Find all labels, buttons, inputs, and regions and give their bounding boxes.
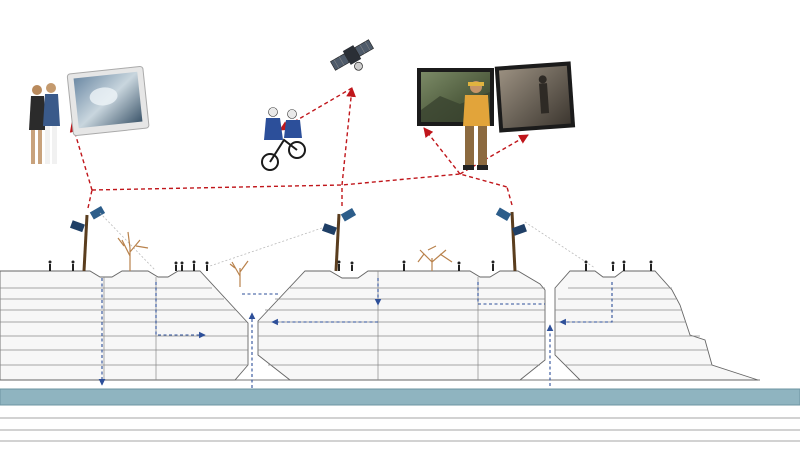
data-link-to-satellite [341,87,356,186]
data-link-mast-right [506,186,513,206]
base-strata [0,379,800,442]
terrace-block-middle [257,270,546,381]
video-screen-right [494,61,576,133]
flow-arrow-2 [155,282,206,339]
terrace-block-right [554,270,759,381]
person-silhouettes [48,260,653,271]
terrace-blocks [0,270,759,381]
satellite-icon [330,39,374,71]
monitor [66,65,150,136]
sensor-mast-right [495,207,596,272]
viewer-woman-1 [29,85,46,164]
people-viewing-screen-icon [29,65,150,164]
data-link-mast-left [87,189,93,209]
data-link-to-screen-left [423,127,461,175]
tandem-cyclists-icon [261,107,306,171]
viewer-woman-2 [43,83,60,164]
flow-arrow-7 [477,282,545,305]
terrace-block-left [0,270,249,381]
sensor-mast-left [69,206,156,272]
sensor-mast-middle [209,208,357,272]
visitor-man [463,81,490,170]
data-backbone [91,173,508,191]
terrace-strata-lines [0,271,712,380]
flow-arrow-9 [559,282,613,326]
tree-icon [117,231,453,287]
data-link-to-screen-right [459,134,529,175]
flow-arrows [98,278,613,388]
visitor-video-wall-icon [417,61,576,170]
water-band [0,388,800,406]
